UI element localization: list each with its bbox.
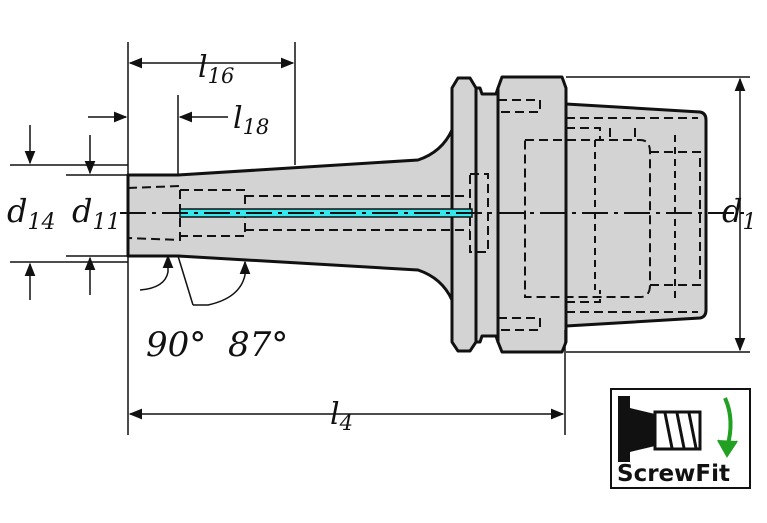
extension-lines [10, 42, 750, 435]
rear-taper [564, 102, 708, 328]
dim-l18: l18 [233, 101, 269, 139]
angle-87: 87° [228, 325, 288, 365]
dimension-lines [24, 57, 746, 420]
dim-d11: d11 [72, 192, 120, 235]
hsk-body [496, 75, 568, 354]
screw-icon [618, 396, 702, 462]
rear-taper-ribs [565, 130, 676, 300]
dim-d1: d1 [722, 192, 756, 235]
rotate-arrow-icon [717, 397, 738, 458]
angle-90: 90° [146, 325, 206, 365]
screwfit-logo: ScrewFit [610, 388, 751, 489]
dim-l4: l4 [330, 397, 353, 435]
dim-d14: d14 [7, 192, 55, 235]
logo-text: ScrewFit [617, 461, 730, 487]
dim-l16: l16 [198, 50, 234, 88]
